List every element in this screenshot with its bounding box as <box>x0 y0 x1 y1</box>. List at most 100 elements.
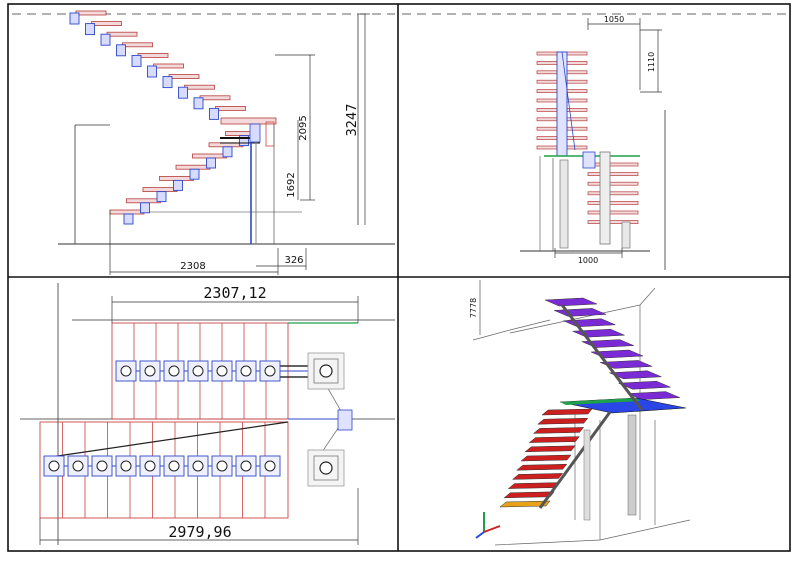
landing <box>220 117 277 244</box>
iso-tread <box>609 370 662 380</box>
plan-nodes <box>43 360 281 477</box>
sheet-frame <box>7 3 791 552</box>
iso-tread <box>537 417 589 425</box>
dim-3247-label: 3247 <box>345 103 360 136</box>
tread <box>587 210 639 215</box>
stringer-block <box>189 168 200 180</box>
stringer-block <box>123 213 134 225</box>
stringer-block <box>193 97 204 110</box>
lower-flight <box>109 131 260 225</box>
side-elevation-panel: 3247 2095 1692 2308 326 <box>12 10 395 275</box>
iso-tread <box>532 427 585 434</box>
bolt <box>216 460 228 472</box>
iso-post <box>627 414 637 516</box>
tread <box>168 74 200 79</box>
iso-tread <box>627 391 680 400</box>
tread <box>142 187 178 193</box>
stringer-block <box>85 23 95 36</box>
stringer-block <box>131 54 142 67</box>
iso-tread <box>507 482 559 489</box>
iso-tread <box>503 491 555 499</box>
tread <box>587 172 639 176</box>
bolt <box>48 460 60 472</box>
stringer-block <box>156 191 167 203</box>
dim-1050 <box>587 18 641 90</box>
dim-1000 <box>554 248 623 258</box>
stringer-block <box>239 135 249 147</box>
tread <box>215 106 246 111</box>
stringer-block <box>116 44 126 57</box>
dim-2979-label: 2979,96 <box>168 523 231 541</box>
iso-tread <box>524 445 576 453</box>
stringer-block <box>178 86 188 99</box>
bolt <box>192 365 204 377</box>
iso-lower-stringer <box>538 411 612 509</box>
dim-1050-label: 1050 <box>604 15 624 24</box>
bolt <box>216 365 228 377</box>
lower-flight-outline <box>39 421 289 519</box>
bolt <box>264 365 276 377</box>
iso-tread <box>511 473 564 480</box>
stringer-block <box>140 202 150 214</box>
upper-stringer <box>556 51 568 157</box>
dim-2307-label: 2307,12 <box>203 284 266 302</box>
tread <box>106 31 138 37</box>
stringer-block <box>147 65 157 78</box>
stringer-block <box>100 33 111 46</box>
axis-triad <box>475 512 501 539</box>
iso-upper-stringer <box>560 304 644 411</box>
tread <box>159 175 194 181</box>
dim-1110 <box>640 29 662 93</box>
tread <box>192 153 227 159</box>
iso-height-label: 7778 <box>469 298 478 318</box>
front-elevation-panel: 1050 1110 1000 <box>402 13 788 270</box>
tread <box>175 164 211 170</box>
iso-tread <box>520 454 572 462</box>
stringer-block <box>69 12 80 25</box>
tread <box>153 63 184 69</box>
iso-tread <box>618 380 671 390</box>
iso-post <box>583 429 591 521</box>
bolt <box>192 460 204 472</box>
stringer-block <box>173 179 183 191</box>
iso-tread <box>528 436 580 443</box>
walk-line <box>43 421 289 459</box>
tread <box>587 181 639 186</box>
tread <box>587 220 639 224</box>
tread <box>199 95 231 101</box>
dim-2307 <box>111 296 359 323</box>
dim-2095-label: 2095 <box>298 115 309 140</box>
bolt <box>72 460 84 472</box>
dim-3247 <box>360 13 370 225</box>
bolt <box>264 460 276 472</box>
stringer-block <box>206 157 216 169</box>
lower-stringer <box>599 151 611 245</box>
tread <box>122 42 153 48</box>
front-lower-treads <box>587 162 639 224</box>
bolt <box>168 365 180 377</box>
support-post <box>559 159 569 249</box>
dim-2095 <box>275 54 315 201</box>
bolt <box>120 365 132 377</box>
dim-1000-label: 1000 <box>578 256 598 265</box>
tread <box>587 201 639 205</box>
dim-2979 <box>39 488 359 545</box>
iso-upper-treads <box>544 297 680 400</box>
bolt <box>168 460 180 472</box>
iso-tread <box>499 500 551 508</box>
iso-tread <box>554 308 607 317</box>
landing-post-top <box>307 352 345 390</box>
iso-tread <box>516 463 568 471</box>
tread <box>109 209 145 215</box>
stringer-block <box>222 146 233 158</box>
tread <box>137 53 169 58</box>
support-post <box>621 221 631 249</box>
tread <box>126 198 161 204</box>
bolt <box>240 460 252 472</box>
tread <box>75 10 107 16</box>
dim-2308-label: 2308 <box>180 261 205 272</box>
stringer-block <box>209 107 219 120</box>
dim-1110-label: 1110 <box>647 52 656 72</box>
landing-post-bottom <box>307 449 345 487</box>
